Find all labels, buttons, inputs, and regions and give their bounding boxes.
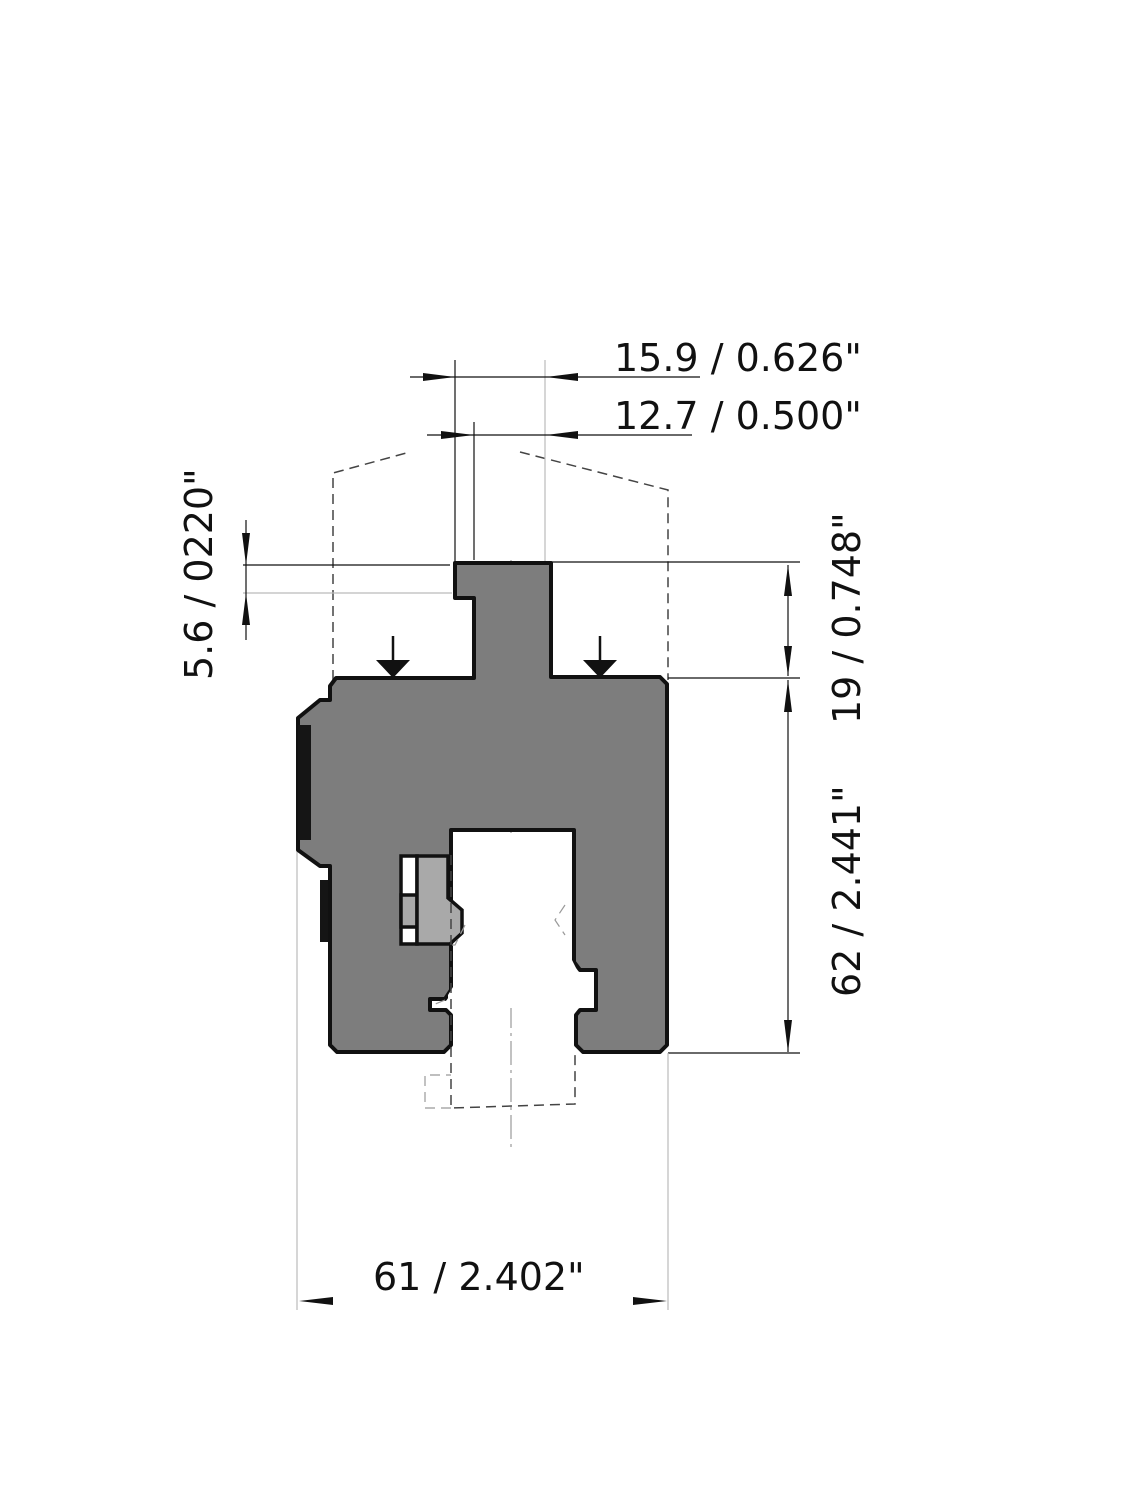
clamp-body [296,561,669,1054]
dimension-tang-inner: 12.7 / 0.500" [427,394,862,439]
clamp-arrow-down-left-icon [376,636,410,678]
dim-label-12-7: 12.7 / 0.500" [614,394,862,438]
upper-beam-ghost-outline [332,451,669,680]
dimension-tang-height: 19 / 0.748" [784,512,869,724]
extension-lines [243,360,800,1310]
dim-label-5-6: 5.6 / 0220" [177,468,221,680]
dim-label-19: 19 / 0.748" [825,512,869,724]
dimension-tang-outer: 15.9 / 0.626" [410,336,862,381]
dim-label-15-9: 15.9 / 0.626" [614,336,862,380]
dimension-body-height: 62 / 2.441" [784,680,869,1052]
clamp-arrow-down-right-icon [583,636,617,678]
dimension-overall-width: 61 / 2.402" [299,1255,667,1305]
dim-label-61: 61 / 2.402" [373,1255,585,1299]
black-pad-lower [320,880,328,942]
dim-label-62: 62 / 2.441" [825,785,869,997]
black-pad-upper [298,725,311,840]
tool-tang-ghost [424,855,576,1109]
clamp-slot [448,833,578,1008]
dimension-tang-step: 5.6 / 0220" [177,468,250,680]
